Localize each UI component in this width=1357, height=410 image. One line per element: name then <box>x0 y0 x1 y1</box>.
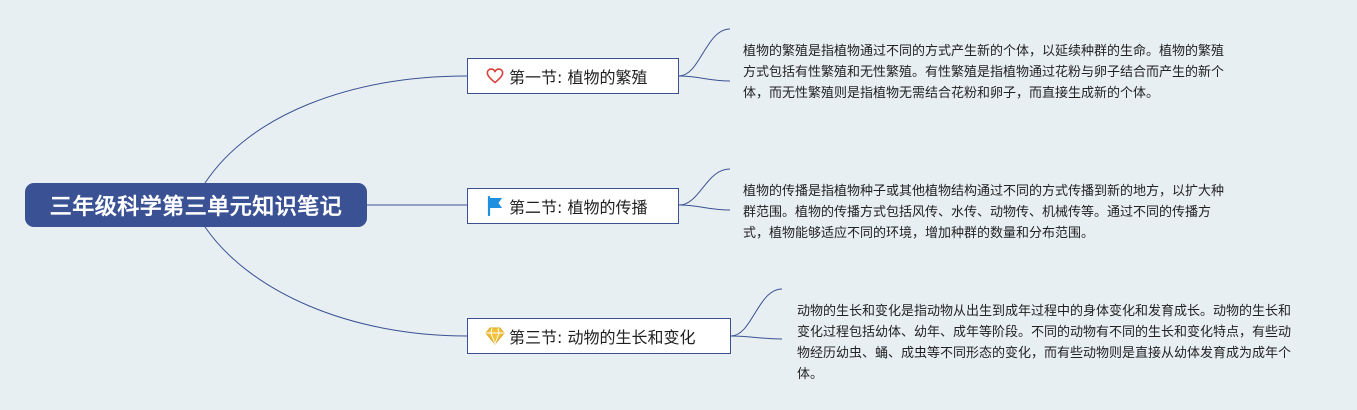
topic-node-3[interactable]: 第三节: 动物的生长和变化 <box>467 318 731 354</box>
topic-3-to-note-line <box>730 288 783 340</box>
diamond-icon <box>485 326 505 346</box>
flag-icon <box>485 196 505 216</box>
root-to-topic-1-line <box>204 75 468 184</box>
topic-note-2: 植物的传播是指植物种子或其他植物结构通过不同的方式传播到新的地方，以扩大种群范围… <box>743 184 1225 241</box>
topic-node-1[interactable]: 第一节: 植物的繁殖 <box>467 58 679 94</box>
topic-label-2: 第二节: 植物的传播 <box>509 198 648 217</box>
topic-note-1: 植物的繁殖是指植物通过不同的方式产生新的个体，以延续种群的生命。植物的繁殖方式包… <box>743 44 1225 101</box>
topic-1-to-note-line <box>678 28 731 82</box>
heart-icon <box>485 66 505 86</box>
topic-note-3: 动物的生长和变化是指动物从出生到成年过程中的身体变化和发育成长。动物的生长和变化… <box>797 304 1292 382</box>
topic-node-2[interactable]: 第二节: 植物的传播 <box>467 188 679 224</box>
root-node[interactable]: 三年级科学第三单元知识笔记 <box>25 183 367 227</box>
topic-2-to-note-line <box>678 168 731 211</box>
topic-label-3: 第三节: 动物的生长和变化 <box>509 328 696 347</box>
root-to-topic-3-line <box>204 226 468 337</box>
root-title: 三年级科学第三单元知识笔记 <box>49 195 343 220</box>
topic-label-1: 第一节: 植物的繁殖 <box>509 68 648 87</box>
